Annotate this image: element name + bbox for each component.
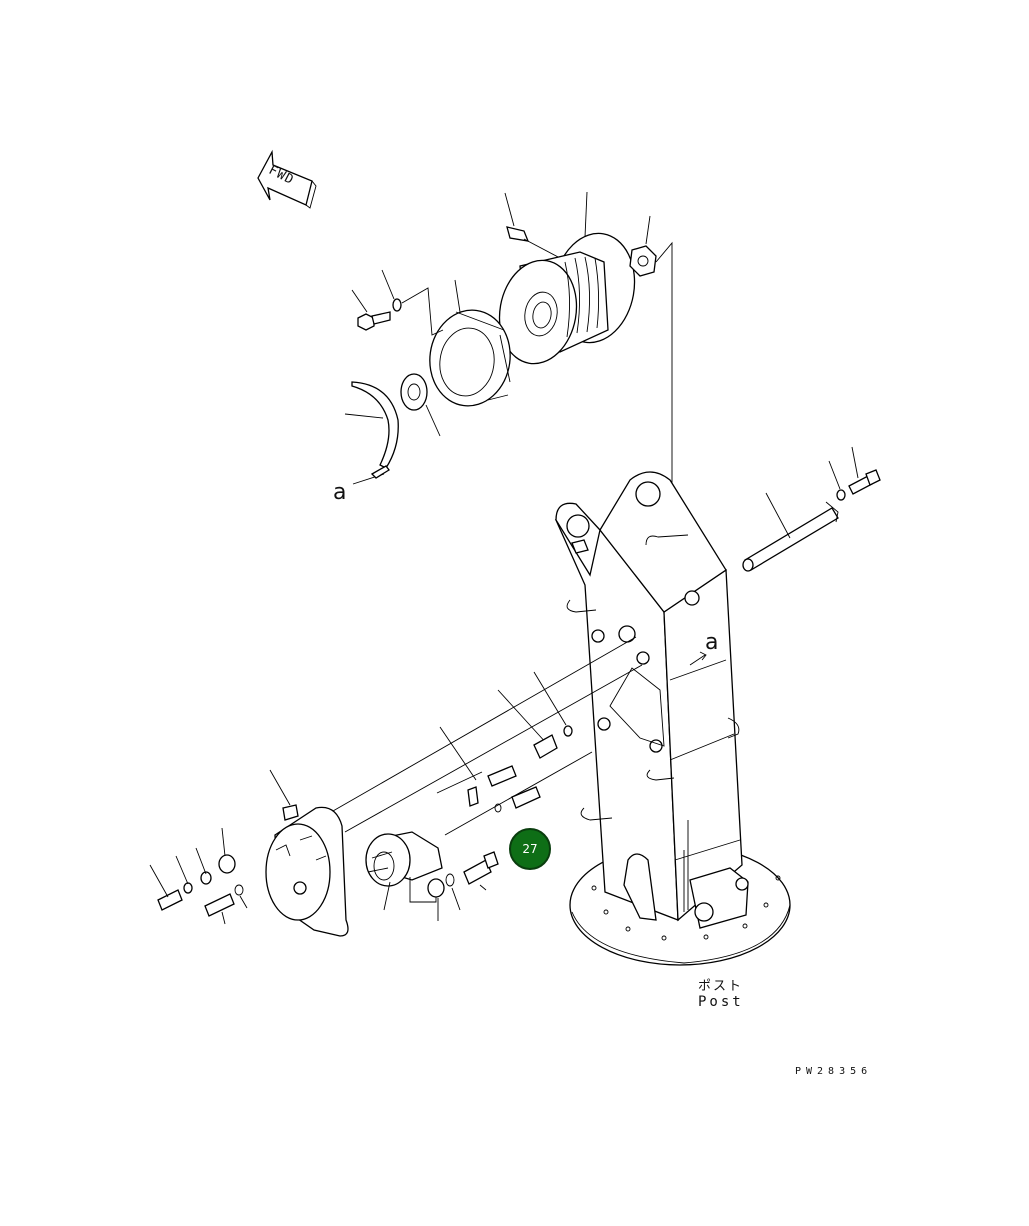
fwd-arrow-icon <box>257 149 317 209</box>
brake-band <box>351 381 399 469</box>
housing-face <box>265 823 331 921</box>
post-assembly <box>554 446 881 966</box>
post-label-japanese: ポスト <box>698 979 744 994</box>
nut-part <box>629 245 657 277</box>
top-bracket <box>599 471 727 613</box>
winch-drum-group <box>344 191 673 605</box>
post-label-english: Post <box>698 994 744 1010</box>
key-part <box>506 226 530 242</box>
ring-gear <box>429 309 511 407</box>
callout-a-top: a <box>333 480 347 505</box>
bearing-part <box>400 373 428 411</box>
callout-a-bottom: a <box>705 630 719 655</box>
drawing-number: PW28356 <box>795 1066 873 1077</box>
pin-part <box>744 507 839 571</box>
motor-group <box>149 636 643 937</box>
part-hotspot-27[interactable]: 27 <box>509 828 551 870</box>
bolt-part <box>357 313 375 331</box>
